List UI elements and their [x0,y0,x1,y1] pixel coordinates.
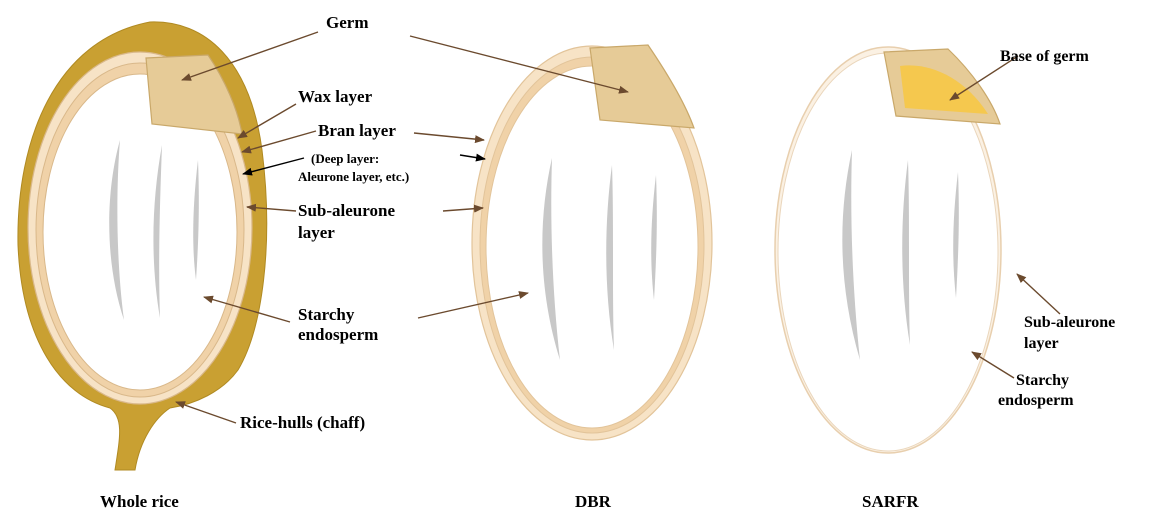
label-sarfr-starchy-line2: endosperm [998,392,1074,410]
label-wax-layer: Wax layer [298,88,372,107]
label-sub-aleurone-line2: layer [298,224,335,243]
sarfr-grain [775,47,1001,453]
caption-whole-rice: Whole rice [100,493,179,512]
label-sarfr-sub-aleurone-line1: Sub-aleurone [1024,314,1115,332]
arrow-bran-layer-dbr [414,133,484,140]
caption-dbr: DBR [575,493,611,512]
label-rice-hulls: Rice-hulls (chaff) [240,414,365,433]
label-deep-layer-line2: Aleurone layer, etc.) [298,170,409,184]
arrow-sub-aleurone-sarfr [1017,274,1060,314]
label-deep-layer-line1: (Deep layer: [311,152,379,166]
label-base-of-germ: Base of germ [1000,48,1089,66]
label-sarfr-starchy-line1: Starchy [1016,372,1069,390]
label-starchy-line1: Starchy [298,306,354,325]
label-sub-aleurone-line1: Sub-aleurone [298,202,395,221]
caption-sarfr: SARFR [862,493,919,512]
arrow-rice-hulls [176,402,236,423]
label-bran-layer: Bran layer [318,122,396,141]
label-sarfr-sub-aleurone-line2: layer [1024,335,1059,353]
label-starchy-line2: endosperm [298,326,378,345]
whole-rice-grain [18,22,267,470]
arrow-deep-layer-dbr [460,155,485,159]
dbr-grain [472,45,712,440]
label-germ: Germ [326,14,368,33]
